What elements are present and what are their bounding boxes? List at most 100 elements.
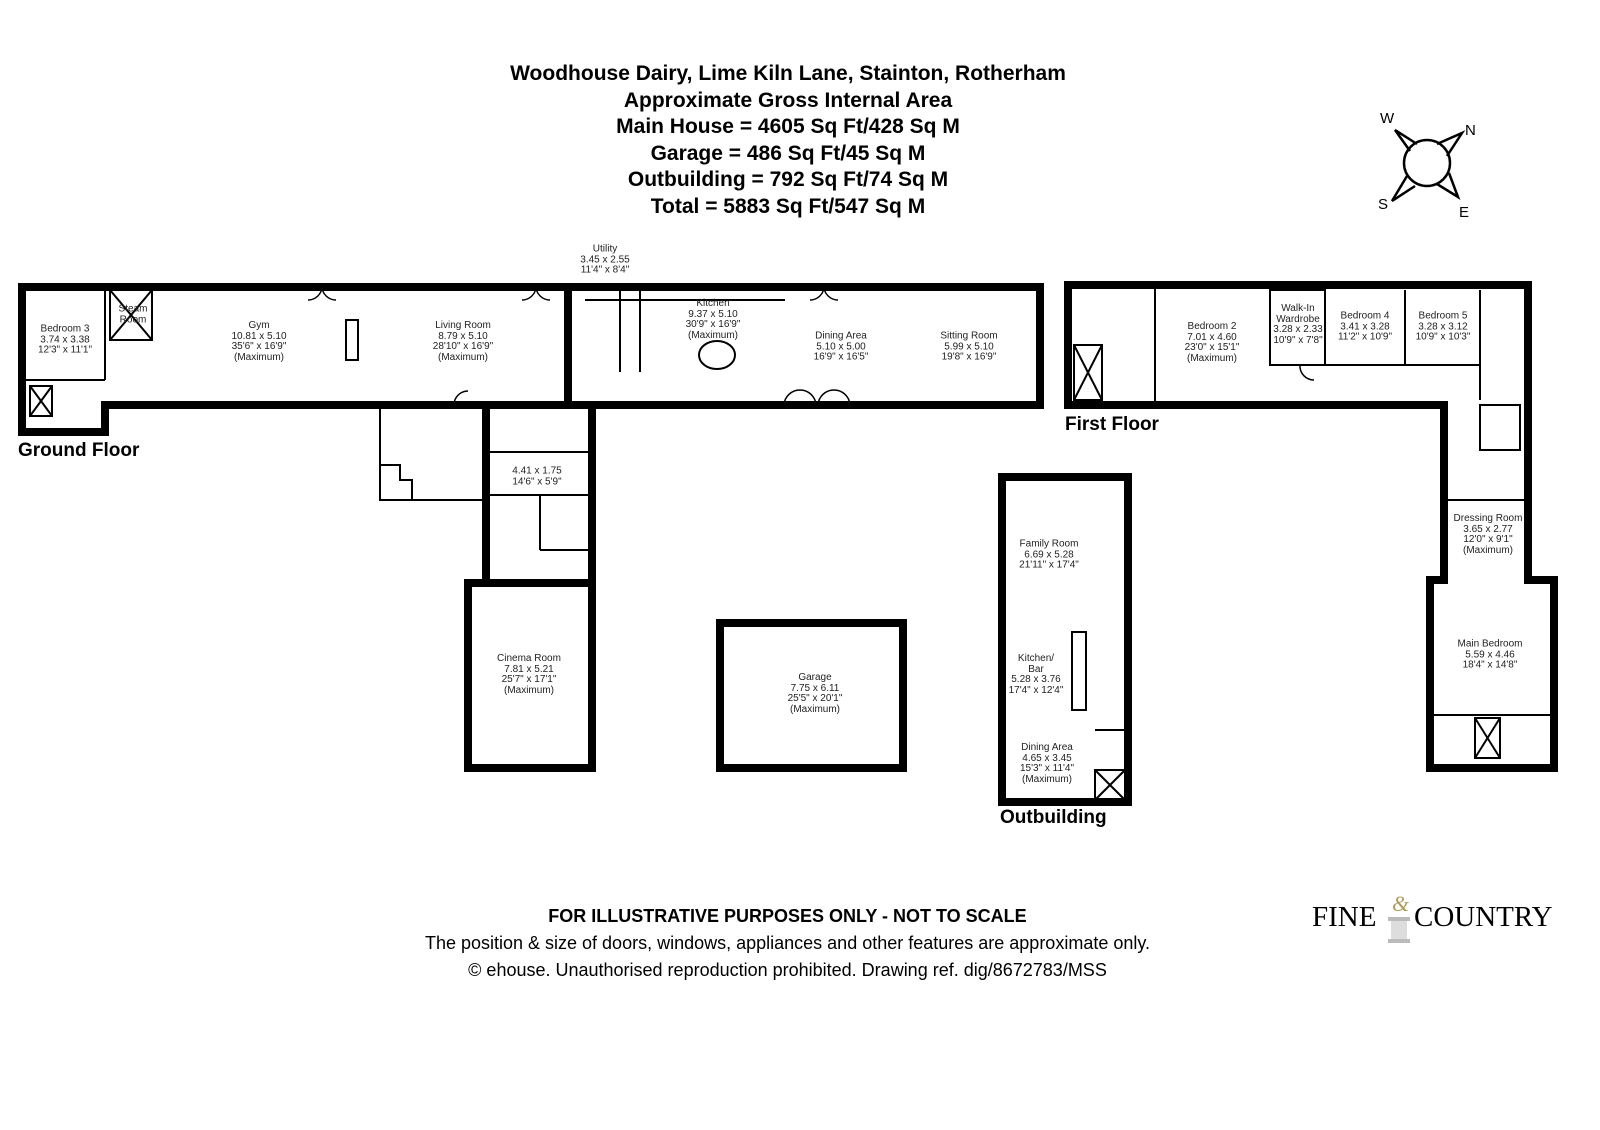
room-dimension: 3.45 x 2.55 [580,253,630,265]
room-dimension: 21'11" x 17'4" [1019,559,1079,571]
room-dimension: 15'3" x 11'4" [1019,763,1075,774]
first-floor-label: First Floor [1065,414,1159,435]
room-dimension: 8.79 x 5.10 [438,330,488,342]
room-dimension: Wardrobe [1276,313,1320,325]
room-name: Family Room [1019,538,1079,550]
room-dimension: 5.10 x 5.00 [816,340,866,352]
room-name: Bedroom 4 [1340,310,1390,322]
compass-west: W [1380,110,1395,127]
room-name: Dining Area [815,330,867,342]
room-dimension: 4.65 x 3.45 [1022,752,1072,764]
room-dimension: 12'3" x 11'1" [37,344,93,356]
room-dimension: 23'0" x 15'1" [1184,342,1240,353]
room-dimension: 10'9" x 7'8" [1273,334,1323,346]
walls [18,281,1558,806]
doors [307,286,1315,406]
room-dimension: 14'6" x 5'9" [512,476,562,487]
garage-walls [716,619,907,772]
compass-north: N [1465,122,1476,139]
ground-floor-east-wing-walls [564,283,1044,409]
property-title: Woodhouse Dairy, Lime Kiln Lane, Stainto… [510,62,1066,85]
logo-text-fine: FINE [1312,901,1377,933]
room-dimension: (Maximum) [233,351,284,363]
room-dimension: 3.74 x 3.38 [40,333,90,345]
room-dimension: 18'4" x 14'8" [1462,659,1518,671]
garage-area: Garage = 486 Sq Ft/45 Sq M [650,141,926,165]
room-dimension: 6.69 x 5.28 [1024,548,1074,560]
room-dimension: 16'9" x 16'5" [813,351,869,363]
first-floor-walls [1064,281,1558,772]
total-area: Total = 5883 Sq Ft/547 Sq M [650,194,926,218]
area-summary-header: Woodhouse Dairy, Lime Kiln Lane, Stainto… [388,61,1188,221]
room-dimension: 10'9" x 10'3" [1415,331,1471,343]
outbuilding-label: Outbuilding [1000,807,1107,828]
room-name: Gym [248,320,270,331]
room-dimension: (Maximum) [1021,773,1072,785]
room-dimension: 30'9" x 16'9" [685,319,741,330]
room-dimension: 7.01 x 4.60 [1187,331,1237,343]
room-name: Garage [798,672,832,683]
compass-rose: W N S E [1370,108,1490,223]
room-name: Dressing Room [1453,513,1523,524]
room-dimension: 28'10" x 16'9" [432,341,494,352]
approximation-note: The position & size of doors, windows, a… [424,933,1151,953]
room-name: Dining Area [1021,742,1073,753]
room-dimension: 12'0" x 9'1" [1463,534,1513,545]
room-dimension: 3.28 x 3.12 [1418,320,1468,332]
room-dimension: (Maximum) [688,329,738,341]
room-name: Bedroom 2 [1187,321,1237,332]
room-dimension: 25'5" x 20'1" [787,693,843,704]
room-dimension: 7.75 x 6.11 [790,682,840,694]
cinema-room-walls [464,579,596,772]
room-name: Bedroom 3 [40,323,90,335]
room-name: Kitchen/ [1017,653,1055,664]
column-icon [1388,917,1410,943]
room-dimension: 5.28 x 3.76 [1011,674,1061,685]
compass-icon [1390,128,1466,203]
compass-south: S [1378,196,1389,213]
room-dimension: 25'7" x 17'1" [501,674,557,685]
room-dimension: Bar [1028,663,1044,675]
ground-floor-label: Ground Floor [18,440,140,461]
compass-east: E [1459,204,1470,221]
room-dimension: 9.37 x 5.10 [688,308,738,320]
room-dimension: (Maximum) [790,703,840,715]
logo-ampersand: & [1392,891,1410,916]
room-dimension: 7.81 x 5.21 [504,663,554,675]
room-dimension: (Maximum) [503,684,554,696]
room-dimension: 17'4" x 12'4" [1008,684,1064,696]
room-dimension: Room [119,314,147,325]
outbuilding-area: Outbuilding = 792 Sq Ft/74 Sq M [627,168,949,192]
room-name: Utility [592,243,618,255]
outbuilding-walls [998,473,1132,806]
room-dimension: 5.99 x 5.10 [944,340,994,352]
room-dimension: 3.65 x 2.77 [1463,523,1513,535]
main-house-area: Main House = 4605 Sq Ft/428 Sq M [616,115,960,139]
room-dimension: 19'8" x 16'9" [941,351,997,363]
room-dimension: (Maximum) [1187,352,1237,364]
room-dimension: 5.59 x 4.46 [1465,648,1515,660]
room-name: 4.41 x 1.75 [512,465,562,477]
disclaimer: FOR ILLUSTRATIVE PURPOSES ONLY - NOT TO … [548,906,1027,926]
room-name: Steam [118,303,148,315]
room-name: Bedroom 5 [1418,310,1468,322]
copyright: © ehouse. Unauthorised reproduction proh… [468,960,1107,980]
